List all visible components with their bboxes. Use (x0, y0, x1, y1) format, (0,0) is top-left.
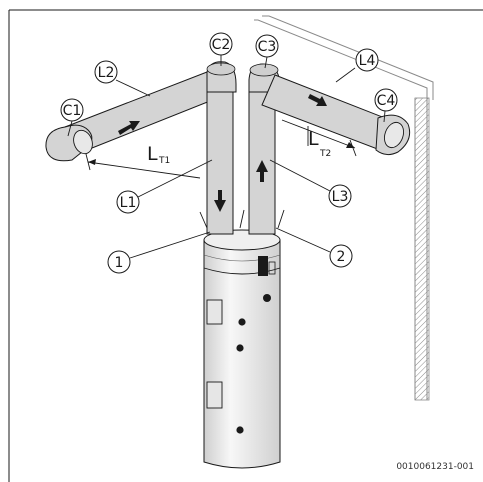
callout-L1: L1 (116, 190, 140, 214)
tank-port (263, 294, 271, 302)
tank-panel (206, 299, 223, 325)
connection-ticks (199, 209, 285, 229)
distance-lt2-label: L (308, 128, 319, 150)
callout-1: 1 (107, 250, 131, 274)
distance-lt2-subscript: T2 (319, 149, 331, 159)
airflow-arrow-icon (214, 190, 226, 212)
callout-C2: C2 (209, 32, 233, 56)
tank-port (238, 318, 246, 326)
callout-C1: C1 (60, 98, 84, 122)
callout-L4: L4 (355, 48, 379, 72)
tank-port (236, 426, 244, 434)
callout-l3-label: L3 (332, 189, 349, 205)
leader-lines (67, 55, 386, 259)
callout-c4-label: C4 (377, 93, 396, 109)
wall-hatching (414, 97, 430, 401)
distance-LT2: L T2 (281, 119, 357, 159)
wall (254, 15, 434, 401)
tank-panel (206, 381, 223, 409)
callout-1-label: 1 (115, 255, 124, 271)
callout-C3: C3 (255, 34, 279, 58)
callout-l2-label: L2 (98, 65, 115, 81)
water-heater (203, 229, 281, 469)
tank-port (236, 344, 244, 352)
tank-grille (258, 256, 268, 276)
airflow-arrow-icon (256, 160, 268, 182)
callout-2: 2 (329, 244, 353, 268)
distance-lt1-subscript: T1 (158, 156, 170, 166)
distance-lt1-label: L (147, 143, 158, 165)
callout-c1-label: C1 (63, 103, 82, 119)
elbow-C2 (206, 61, 237, 93)
callout-C4: C4 (374, 88, 398, 112)
callout-c2-label: C2 (212, 37, 231, 53)
callout-L3: L3 (328, 184, 352, 208)
figure-frame (8, 9, 483, 482)
callout-l4-label: L4 (359, 53, 376, 69)
elbow-C4 (375, 114, 411, 156)
callout-2-label: 2 (337, 249, 346, 265)
distance-LT1: L T1 (85, 143, 201, 179)
airflow-arrow-icon (118, 121, 140, 135)
figure-code: 0010061231-001 (396, 462, 474, 472)
callout-c3-label: C3 (258, 39, 277, 55)
callout-L2: L2 (94, 60, 118, 84)
callout-l1-label: L1 (120, 195, 137, 211)
elbow-C1 (45, 124, 93, 162)
duct-L4 (261, 74, 391, 151)
airflow-arrow-icon (308, 94, 327, 106)
